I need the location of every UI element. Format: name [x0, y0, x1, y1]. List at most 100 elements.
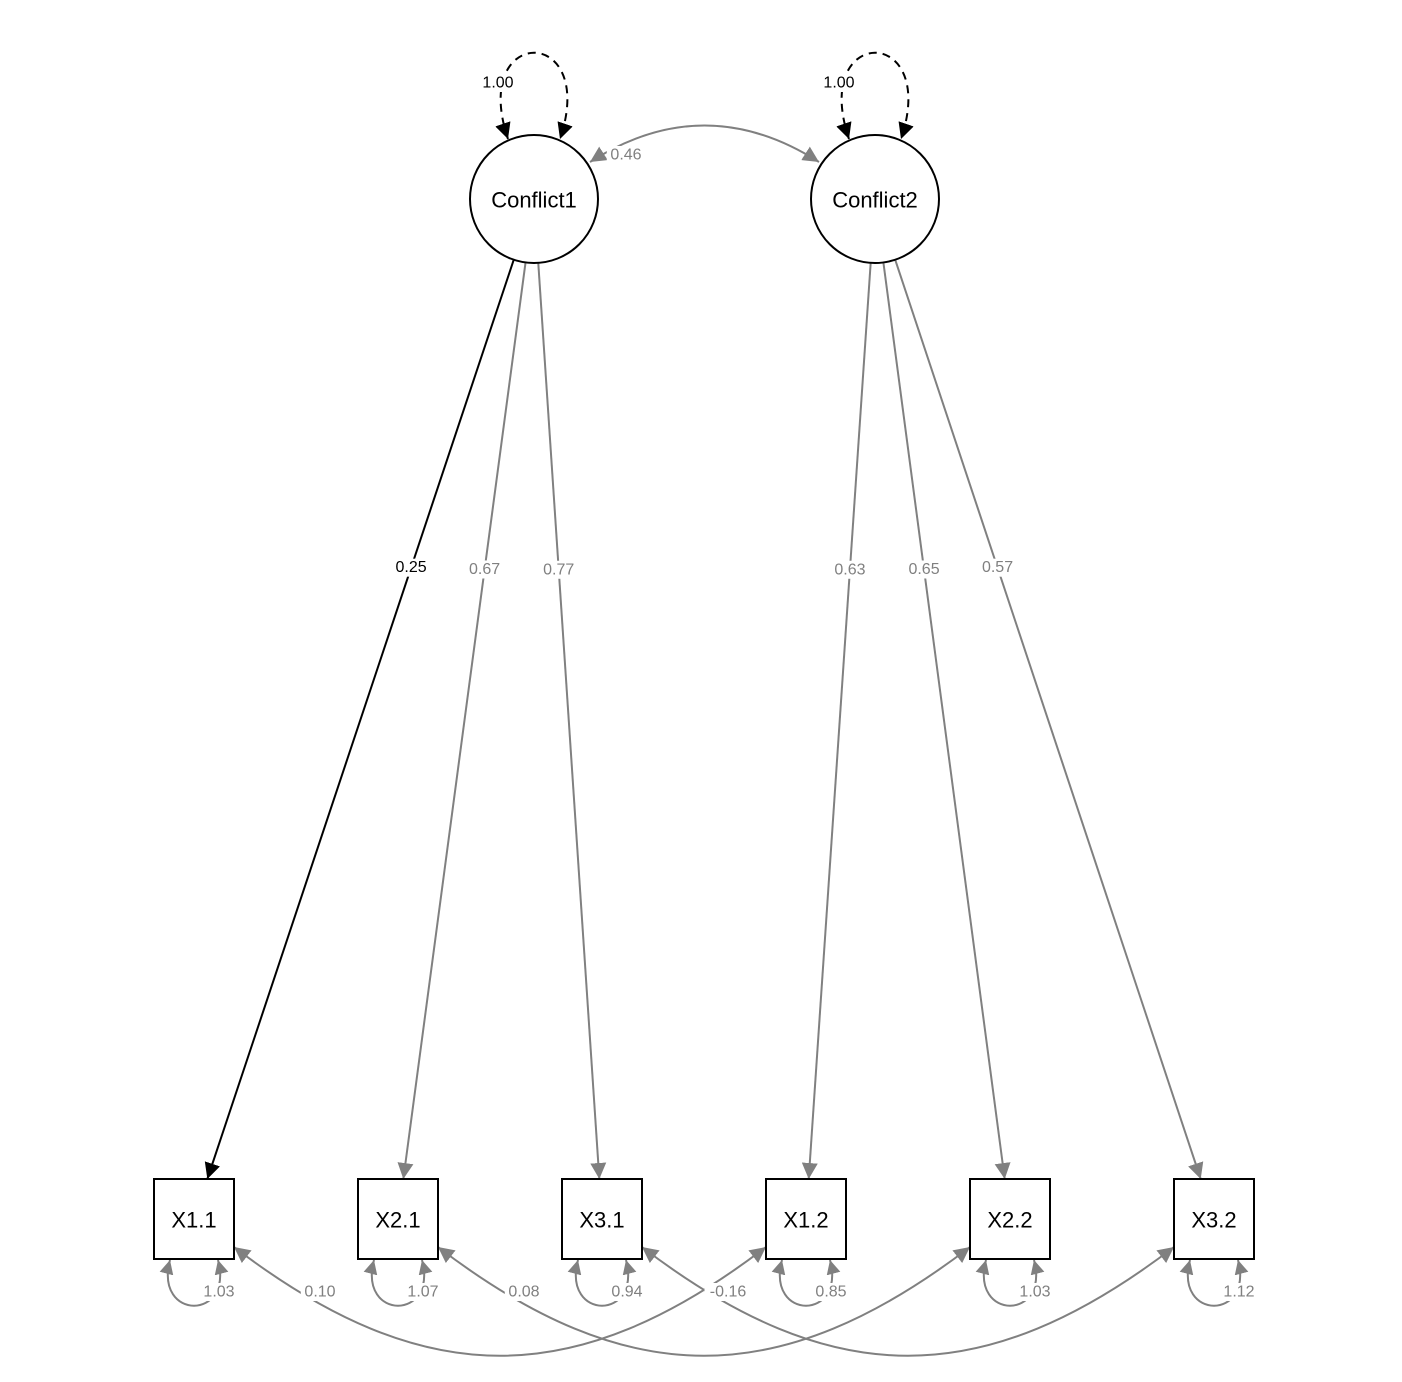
residual-variance-label-group: 0.94 — [607, 1283, 647, 1301]
residual-variance-label-group: 0.85 — [811, 1283, 851, 1301]
residual-variance-loop — [1179, 1259, 1249, 1307]
indicator-node-x31: X3.1 — [561, 1178, 643, 1260]
loading-label: 0.77 — [543, 561, 574, 578]
residual-covariance-label-bg — [504, 1283, 544, 1301]
residual-variance-label: 1.03 — [1019, 1284, 1050, 1301]
edges-layer — [159, 51, 1249, 1357]
indicator-box — [969, 1178, 1051, 1260]
residual-covariance-arrow — [641, 1246, 1175, 1357]
labels-layer: 0.46 1.00 1.00 0.25 0.67 0.77 0.63 0.65 0.57 0.10… — [199, 74, 1259, 1301]
loading-label-group: 0.63 — [830, 560, 870, 579]
latent-variance-label-group: 1.00 — [819, 74, 859, 92]
loading-arrow — [537, 262, 607, 1180]
indicator-box — [357, 1178, 439, 1260]
loading-label-bg — [978, 558, 1017, 577]
latent-label: Conflict2 — [832, 188, 918, 213]
indicator-node-x12: X1.2 — [765, 1178, 847, 1260]
residual-covariance-arrow — [233, 1246, 767, 1357]
indicator-node-x21: X2.1 — [357, 1178, 439, 1260]
indicator-box — [561, 1178, 643, 1260]
loading-label: 0.57 — [982, 559, 1013, 576]
indicator-box — [765, 1178, 847, 1260]
residual-covariance-label-bg — [704, 1283, 752, 1301]
loading-label-group: 0.67 — [465, 560, 504, 579]
loading-label-bg — [539, 560, 578, 579]
residual-variance-label: 0.94 — [611, 1284, 642, 1301]
latent-label: Conflict1 — [491, 188, 577, 213]
residual-covariance-label-group: -0.16 — [704, 1283, 752, 1301]
latent-variance-label: 1.00 — [482, 75, 513, 92]
residual-variance-label-group: 1.03 — [1015, 1283, 1055, 1301]
residual-variance-label-group: 1.03 — [199, 1283, 239, 1301]
residual-variance-label-bg — [403, 1283, 443, 1301]
loading-arrow — [204, 259, 515, 1180]
latent-covariance-label-bg — [606, 146, 646, 164]
indicator-label: X2.1 — [375, 1208, 420, 1233]
residual-variance-loop — [363, 1259, 433, 1307]
indicator-label: X1.2 — [783, 1208, 828, 1233]
latent-variance-label-group: 1.00 — [478, 74, 518, 92]
loading-label-group: 0.65 — [904, 560, 944, 579]
loading-arrow — [397, 262, 527, 1180]
latent-node-c2: Conflict2 — [810, 134, 940, 264]
latent-variance-loop — [495, 51, 573, 140]
loading-label-bg — [465, 560, 504, 579]
loading-label-group: 0.77 — [539, 560, 578, 579]
indicator-node-x32: X3.2 — [1173, 1178, 1255, 1260]
residual-covariance-label-group: 0.10 — [300, 1283, 340, 1301]
loading-label-group: 0.25 — [391, 558, 431, 577]
residual-variance-label: 1.03 — [203, 1284, 234, 1301]
residual-variance-label: 1.12 — [1223, 1284, 1254, 1301]
indicator-label: X2.2 — [987, 1208, 1032, 1233]
latent-covariance-arrow — [589, 124, 820, 163]
residual-covariance-arrow — [437, 1246, 971, 1357]
indicator-box — [153, 1178, 235, 1260]
residual-variance-label-bg — [1015, 1283, 1055, 1301]
residual-variance-label-bg — [1219, 1283, 1259, 1301]
residual-covariance-label-group: 0.08 — [504, 1283, 544, 1301]
latent-covariance-label: 0.46 — [610, 147, 641, 164]
residual-covariance-label: -0.16 — [710, 1284, 747, 1301]
loading-label-bg — [830, 560, 870, 579]
indicator-node-x22: X2.2 — [969, 1178, 1051, 1260]
latent-circle — [810, 134, 940, 264]
residual-variance-label: 0.85 — [815, 1284, 846, 1301]
residual-variance-loop — [567, 1259, 637, 1307]
indicator-box — [1173, 1178, 1255, 1260]
residual-variance-loop — [771, 1259, 841, 1307]
loading-label: 0.63 — [834, 561, 865, 578]
residual-variance-label-group: 1.07 — [403, 1283, 443, 1301]
latent-circle — [469, 134, 599, 264]
indicator-node-x11: X1.1 — [153, 1178, 235, 1260]
indicator-label: X1.1 — [171, 1208, 216, 1233]
latent-variance-label-bg — [478, 74, 518, 92]
loading-label: 0.25 — [396, 559, 427, 576]
loading-label-bg — [904, 560, 944, 579]
loading-label-bg — [391, 558, 431, 577]
residual-covariance-label: 0.10 — [304, 1284, 335, 1301]
residual-variance-label: 1.07 — [407, 1284, 438, 1301]
residual-variance-loop — [159, 1259, 229, 1307]
residual-variance-label-bg — [199, 1283, 239, 1301]
loading-arrow — [801, 262, 872, 1180]
latent-variance-label: 1.00 — [823, 75, 854, 92]
residual-variance-label-bg — [811, 1283, 851, 1301]
loading-arrow — [894, 259, 1204, 1180]
loading-label: 0.65 — [908, 561, 939, 578]
residual-covariance-label-bg — [300, 1283, 340, 1301]
latent-variance-loop — [836, 51, 914, 140]
loading-label: 0.67 — [469, 561, 500, 578]
residual-covariance-label: 0.08 — [508, 1284, 539, 1301]
latent-node-c1: Conflict1 — [469, 134, 599, 264]
residual-variance-label-group: 1.12 — [1219, 1283, 1259, 1301]
latent-variance-label-bg — [819, 74, 859, 92]
loading-arrow — [882, 262, 1011, 1180]
indicator-label: X3.1 — [579, 1208, 624, 1233]
loading-label-group: 0.57 — [978, 558, 1017, 577]
residual-variance-label-bg — [607, 1283, 647, 1301]
residual-variance-loop — [975, 1259, 1045, 1307]
latent-covariance-label-group: 0.46 — [606, 146, 646, 164]
indicator-label: X3.2 — [1191, 1208, 1236, 1233]
